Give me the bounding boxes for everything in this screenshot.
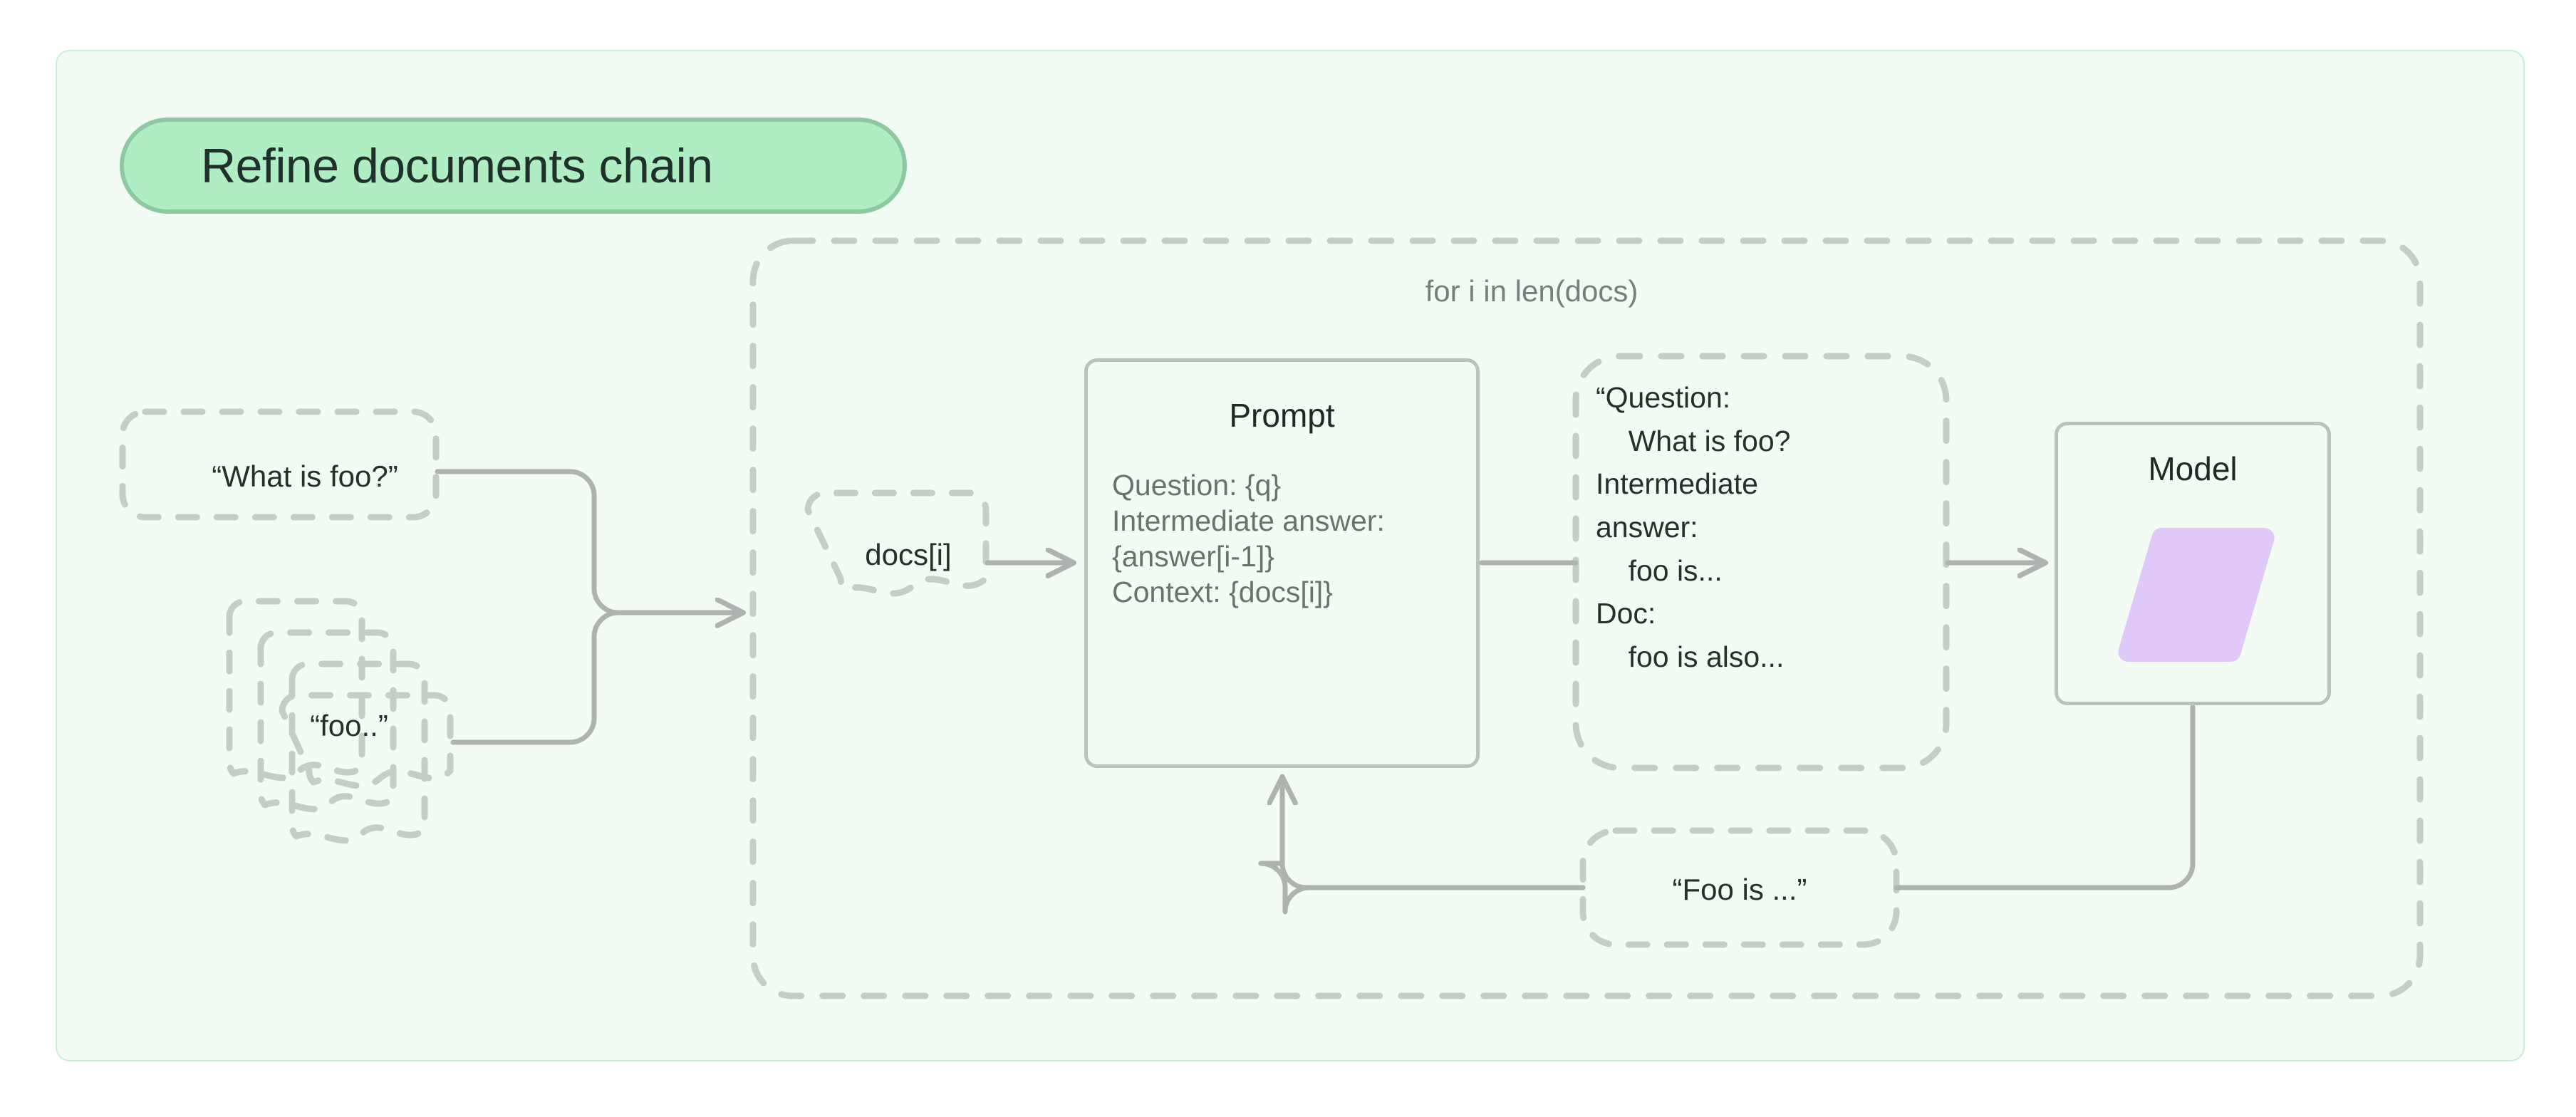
loop-caption: for i in len(docs): [1425, 274, 1638, 308]
diagram-title-pill: Refine documents chain: [120, 118, 907, 214]
prompt-line: Intermediate answer:: [1112, 504, 1385, 538]
docs-item-label: docs[i]: [865, 538, 952, 571]
prompt-line: {answer[i-1]}: [1112, 540, 1274, 573]
rendered-prompt-line: foo is...: [1596, 554, 1723, 587]
rendered-prompt-line: Intermediate: [1596, 467, 1758, 501]
rendered-prompt-line: answer:: [1596, 511, 1698, 544]
model-title: Model: [2148, 450, 2238, 487]
rendered-prompt-text: “Question: What is foo? Intermediate ans…: [1596, 376, 1931, 679]
rendered-prompt-line: “Question:: [1596, 381, 1731, 414]
model-node: Model: [2055, 422, 2331, 705]
output-label: “Foo is ...”: [1672, 873, 1807, 906]
prompt-title: Prompt: [1229, 397, 1335, 434]
question-input-label: “What is foo?”: [212, 459, 398, 493]
prompt-line: Context: {docs[i]}: [1112, 576, 1333, 609]
prompt-node: Prompt Question: {q} Intermediate answer…: [1084, 358, 1480, 768]
documents-stack-label: “foo..”: [310, 709, 388, 742]
prompt-body: Question: {q} Intermediate answer: {answ…: [1112, 467, 1468, 610]
parallelogram-icon: [2118, 528, 2275, 662]
rendered-prompt-line: What is foo?: [1596, 424, 1791, 457]
page-title: Refine documents chain: [201, 138, 713, 193]
rendered-prompt-line: Doc:: [1596, 597, 1656, 630]
rendered-prompt-line: foo is also...: [1596, 640, 1785, 674]
prompt-line: Question: {q}: [1112, 469, 1282, 502]
